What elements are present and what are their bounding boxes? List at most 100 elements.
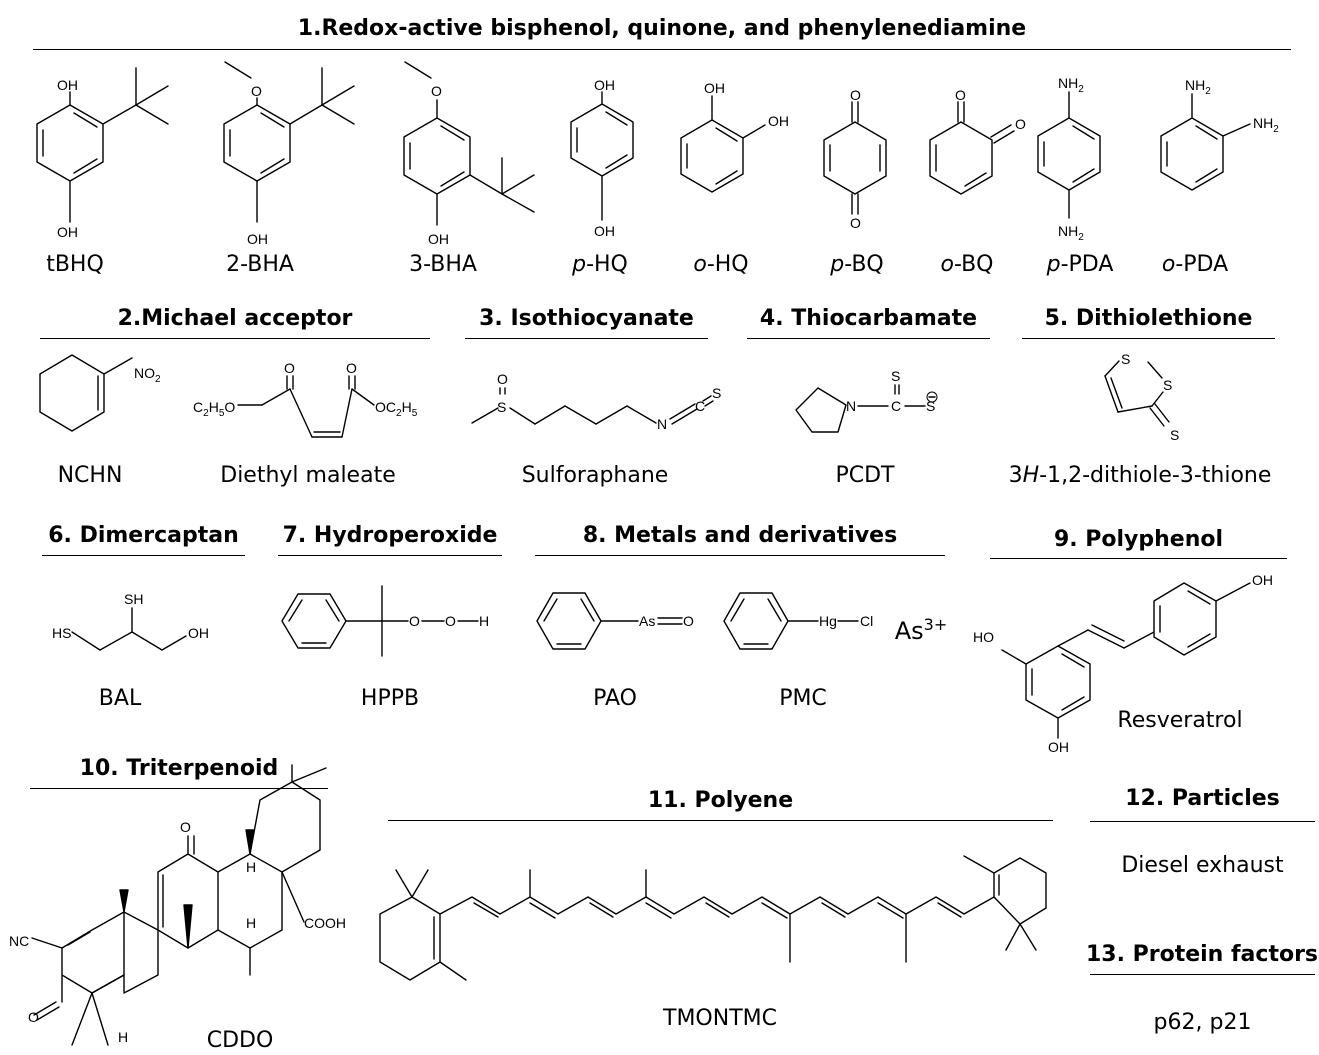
svg-text:S: S <box>891 368 900 384</box>
svg-text:N: N <box>657 416 667 432</box>
label-diesel-exhaust: Diesel exhaust <box>1121 853 1284 878</box>
label-pmc: PMC <box>779 686 827 711</box>
section-title-isothiocyanate: 3. Isothiocyanate <box>479 306 694 331</box>
svg-text:H: H <box>246 859 256 875</box>
label-hppb: HPPB <box>360 686 420 711</box>
section-rule-michael <box>40 338 430 339</box>
svg-text:OH: OH <box>768 113 789 129</box>
section-title-polyphenol: 9. Polyphenol <box>1053 527 1224 552</box>
label-tmontmc: TMONTMC <box>663 1006 777 1031</box>
label-sulforaphane: Sulforaphane <box>521 463 669 488</box>
label-bal: BAL <box>98 686 142 711</box>
label-3-bha: 3-BHA <box>409 252 477 277</box>
svg-text:OH: OH <box>57 77 78 93</box>
label-pcdt: PCDT <box>835 463 895 488</box>
section-rule-dimercaptan <box>42 555 245 556</box>
svg-text:NC: NC <box>9 933 29 949</box>
section-rule-polyphenol <box>990 558 1287 559</box>
svg-text:OH: OH <box>704 80 725 96</box>
svg-text:OH: OH <box>1252 572 1273 588</box>
label-nchn: NCHN <box>57 463 123 488</box>
section-title-michael: 2.Michael acceptor <box>117 306 353 331</box>
section-rule-hydroperoxide <box>278 555 502 556</box>
label-pao: PAO <box>593 686 637 711</box>
svg-text:Hg: Hg <box>819 613 837 629</box>
svg-text:H: H <box>246 915 256 931</box>
section-title-triterpenoid: 10. Triterpenoid <box>79 756 279 781</box>
svg-text:O: O <box>955 87 966 103</box>
svg-text:S: S <box>1170 427 1179 443</box>
svg-text:O: O <box>284 360 295 376</box>
section-rule-triterpenoid <box>30 788 328 789</box>
label-p62-p21: p62, p21 <box>1153 1010 1252 1035</box>
section-title-hydroperoxide: 7. Hydroperoxide <box>282 523 498 548</box>
svg-text:O: O <box>850 215 861 231</box>
svg-text:NH2: NH2 <box>1185 77 1211 97</box>
svg-text:S: S <box>926 398 935 414</box>
svg-text:NH2: NH2 <box>1058 75 1084 95</box>
svg-text:O: O <box>497 371 508 387</box>
svg-text:S: S <box>1163 377 1172 393</box>
svg-text:NH2: NH2 <box>1253 115 1279 135</box>
svg-text:O: O <box>409 613 420 629</box>
section-title-redox: 1.Redox-active bisphenol, quinone, and p… <box>297 16 1027 41</box>
svg-text:O: O <box>1015 116 1026 132</box>
label-resveratrol: Resveratrol <box>1117 708 1243 733</box>
section-rule-isothiocyanate <box>465 338 708 339</box>
svg-text:SH: SH <box>124 591 143 607</box>
svg-text:O: O <box>683 613 694 629</box>
label-2-bha: 2-BHA <box>226 252 294 277</box>
svg-text:OH: OH <box>188 625 209 641</box>
svg-text:OH: OH <box>594 77 615 93</box>
section-title-protein-factors: 13. Protein factors <box>1085 942 1319 967</box>
svg-text:O: O <box>850 87 861 103</box>
svg-text:O: O <box>180 819 191 835</box>
section-title-metals: 8. Metals and derivatives <box>582 523 898 548</box>
section-title-thiocarbamate: 4. Thiocarbamate <box>759 306 978 331</box>
svg-text:Cl: Cl <box>860 613 873 629</box>
svg-text:C: C <box>695 398 705 414</box>
section-rule-thiocarbamate <box>747 338 990 339</box>
label-p-hq: p-HQ <box>572 252 628 277</box>
label-tbhq: tBHQ <box>46 252 104 277</box>
svg-text:NH2: NH2 <box>1058 223 1084 243</box>
label-o-pda: o-PDA <box>1161 252 1229 277</box>
svg-text:OH: OH <box>57 224 78 240</box>
section-title-polyene: 11. Polyene <box>647 788 794 813</box>
svg-text:N: N <box>846 398 856 414</box>
section-rule-dithiolethione <box>1022 338 1275 339</box>
label-cddo: CDDO <box>206 1028 274 1053</box>
svg-text:OC2H5: OC2H5 <box>375 399 418 419</box>
section-rule-metals <box>535 555 945 556</box>
svg-text:OH: OH <box>247 231 268 247</box>
label-p-pda: p-PDA <box>1046 252 1114 277</box>
svg-text:NO2: NO2 <box>134 365 161 385</box>
label-diethyl-maleate: Diethyl maleate <box>220 463 396 488</box>
section-rule-redox <box>33 49 1291 50</box>
label-o-hq: o-HQ <box>693 252 749 277</box>
svg-text:O: O <box>28 1009 39 1025</box>
svg-text:H: H <box>479 613 489 629</box>
svg-text:O: O <box>346 360 357 376</box>
label-p-bq: p-BQ <box>830 252 884 277</box>
label-o-bq: o-BQ <box>940 252 994 277</box>
svg-text:S: S <box>497 399 506 415</box>
